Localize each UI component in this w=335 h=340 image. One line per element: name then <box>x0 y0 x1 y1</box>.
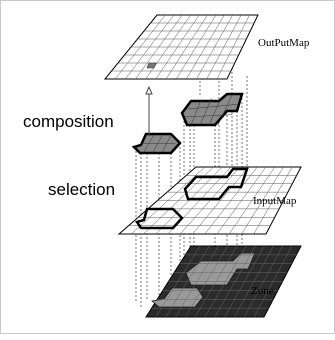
grid-line <box>190 99 202 126</box>
composition-arrow <box>145 85 153 136</box>
composition-label: composition <box>23 112 114 131</box>
input-map-label: InputMap <box>253 195 297 207</box>
grid-line <box>184 114 233 118</box>
input-map-grid <box>128 166 297 235</box>
composed-shape-left-grid <box>140 133 176 154</box>
input-map-layer: InputMap <box>117 166 302 235</box>
input-selected-shape-lower <box>135 207 184 230</box>
output-map-grid <box>111 14 255 80</box>
grid-line <box>208 96 222 126</box>
composition-layer <box>131 92 244 155</box>
input-selected-shape-upper <box>183 167 249 201</box>
layer-diagram-svg: Zone InputMap OutPutMap composition sele… <box>23 14 310 318</box>
composed-shape-right-grid <box>184 95 238 126</box>
output-map-layer: OutPutMap <box>103 14 310 80</box>
output-highlight-cell <box>146 62 157 69</box>
grid-line <box>217 95 233 126</box>
grid-line <box>187 104 238 110</box>
zone-label: Zone <box>251 285 274 297</box>
composed-shape-right <box>180 92 244 127</box>
selection-label: selection <box>48 180 115 199</box>
grid-line <box>199 98 212 126</box>
zone-grid <box>151 245 297 318</box>
output-map-label: OutPutMap <box>258 37 310 49</box>
zone-light-region-upper <box>185 252 256 286</box>
zone-layer: Zone <box>145 245 302 318</box>
